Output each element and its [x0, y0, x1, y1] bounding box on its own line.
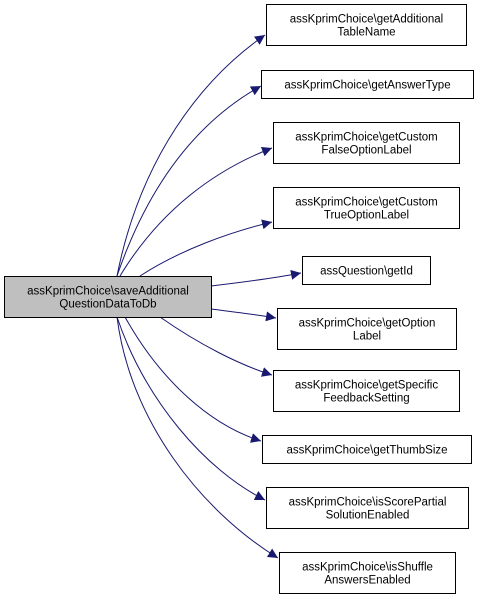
- source-node-label-line: QuestionDataToDb: [59, 299, 156, 311]
- target-node-3-box: [273, 122, 460, 164]
- target-node-7-label-line: assKprimChoice\getSpecific: [295, 380, 438, 392]
- call-edge-2: [116, 85, 262, 277]
- call-edge-1: [116, 34, 266, 277]
- target-node-9[interactable]: assKprimChoice\isScorePartialSolutionEna…: [266, 487, 469, 529]
- target-node-8[interactable]: assKprimChoice\getThumbSize: [262, 435, 472, 464]
- call-edge-7: [159, 316, 273, 377]
- call-edge-5: [210, 269, 302, 287]
- target-node-5[interactable]: assQuestion\getId: [302, 256, 431, 285]
- target-node-10-box: [279, 552, 456, 594]
- target-node-7-box: [273, 370, 460, 412]
- target-node-1-label-line: assKprimChoice\getAdditional: [290, 14, 443, 26]
- target-node-4-box: [273, 187, 460, 229]
- target-node-7-label-line: FeedbackSetting: [323, 393, 409, 405]
- target-node-10-label-line: assKprimChoice\isShuffle: [302, 562, 433, 574]
- target-node-9-box: [266, 487, 469, 529]
- call-edge-6: [210, 308, 277, 322]
- call-edge-9: [116, 316, 266, 501]
- target-node-6-box: [277, 308, 457, 350]
- source-node-box: [4, 276, 212, 318]
- target-node-2[interactable]: assKprimChoice\getAnswerType: [261, 70, 474, 99]
- target-node-4-label-line: TrueOptionLabel: [324, 210, 409, 222]
- call-edge-3: [119, 146, 273, 277]
- target-node-5-label-line: assQuestion\getId: [320, 266, 413, 278]
- target-node-9-label-line: assKprimChoice\isScorePartial: [289, 497, 447, 509]
- target-node-8-label-line: assKprimChoice\getThumbSize: [286, 445, 447, 457]
- call-edge-10: [116, 316, 279, 559]
- target-node-2-box: [261, 70, 474, 99]
- target-node-6-label-line: assKprimChoice\getOption: [299, 318, 436, 330]
- source-node[interactable]: assKprimChoice\saveAdditionalQuestionDat…: [4, 276, 212, 318]
- target-node-2-label-line: assKprimChoice\getAnswerType: [284, 80, 450, 92]
- target-node-6-label-line: Label: [353, 331, 381, 343]
- target-node-8-box: [262, 435, 472, 464]
- target-node-4-label-line: assKprimChoice\getCustom: [295, 197, 438, 209]
- target-node-3-label-line: FalseOptionLabel: [321, 145, 411, 157]
- target-node-3-label-line: assKprimChoice\getCustom: [295, 132, 438, 144]
- target-node-1-label-line: TableName: [337, 27, 395, 39]
- call-edge-4: [139, 219, 273, 277]
- source-node-label-line: assKprimChoice\saveAdditional: [27, 286, 189, 298]
- target-node-7[interactable]: assKprimChoice\getSpecificFeedbackSettin…: [273, 370, 460, 412]
- target-node-10-label-line: AnswersEnabled: [324, 575, 410, 587]
- target-node-5-box: [302, 256, 431, 285]
- nodes: assKprimChoice\saveAdditionalQuestionDat…: [4, 4, 474, 594]
- target-node-1-box: [266, 4, 467, 46]
- call-edge-8: [124, 316, 262, 443]
- edges: [116, 34, 302, 559]
- target-node-9-label-line: SolutionEnabled: [326, 510, 410, 522]
